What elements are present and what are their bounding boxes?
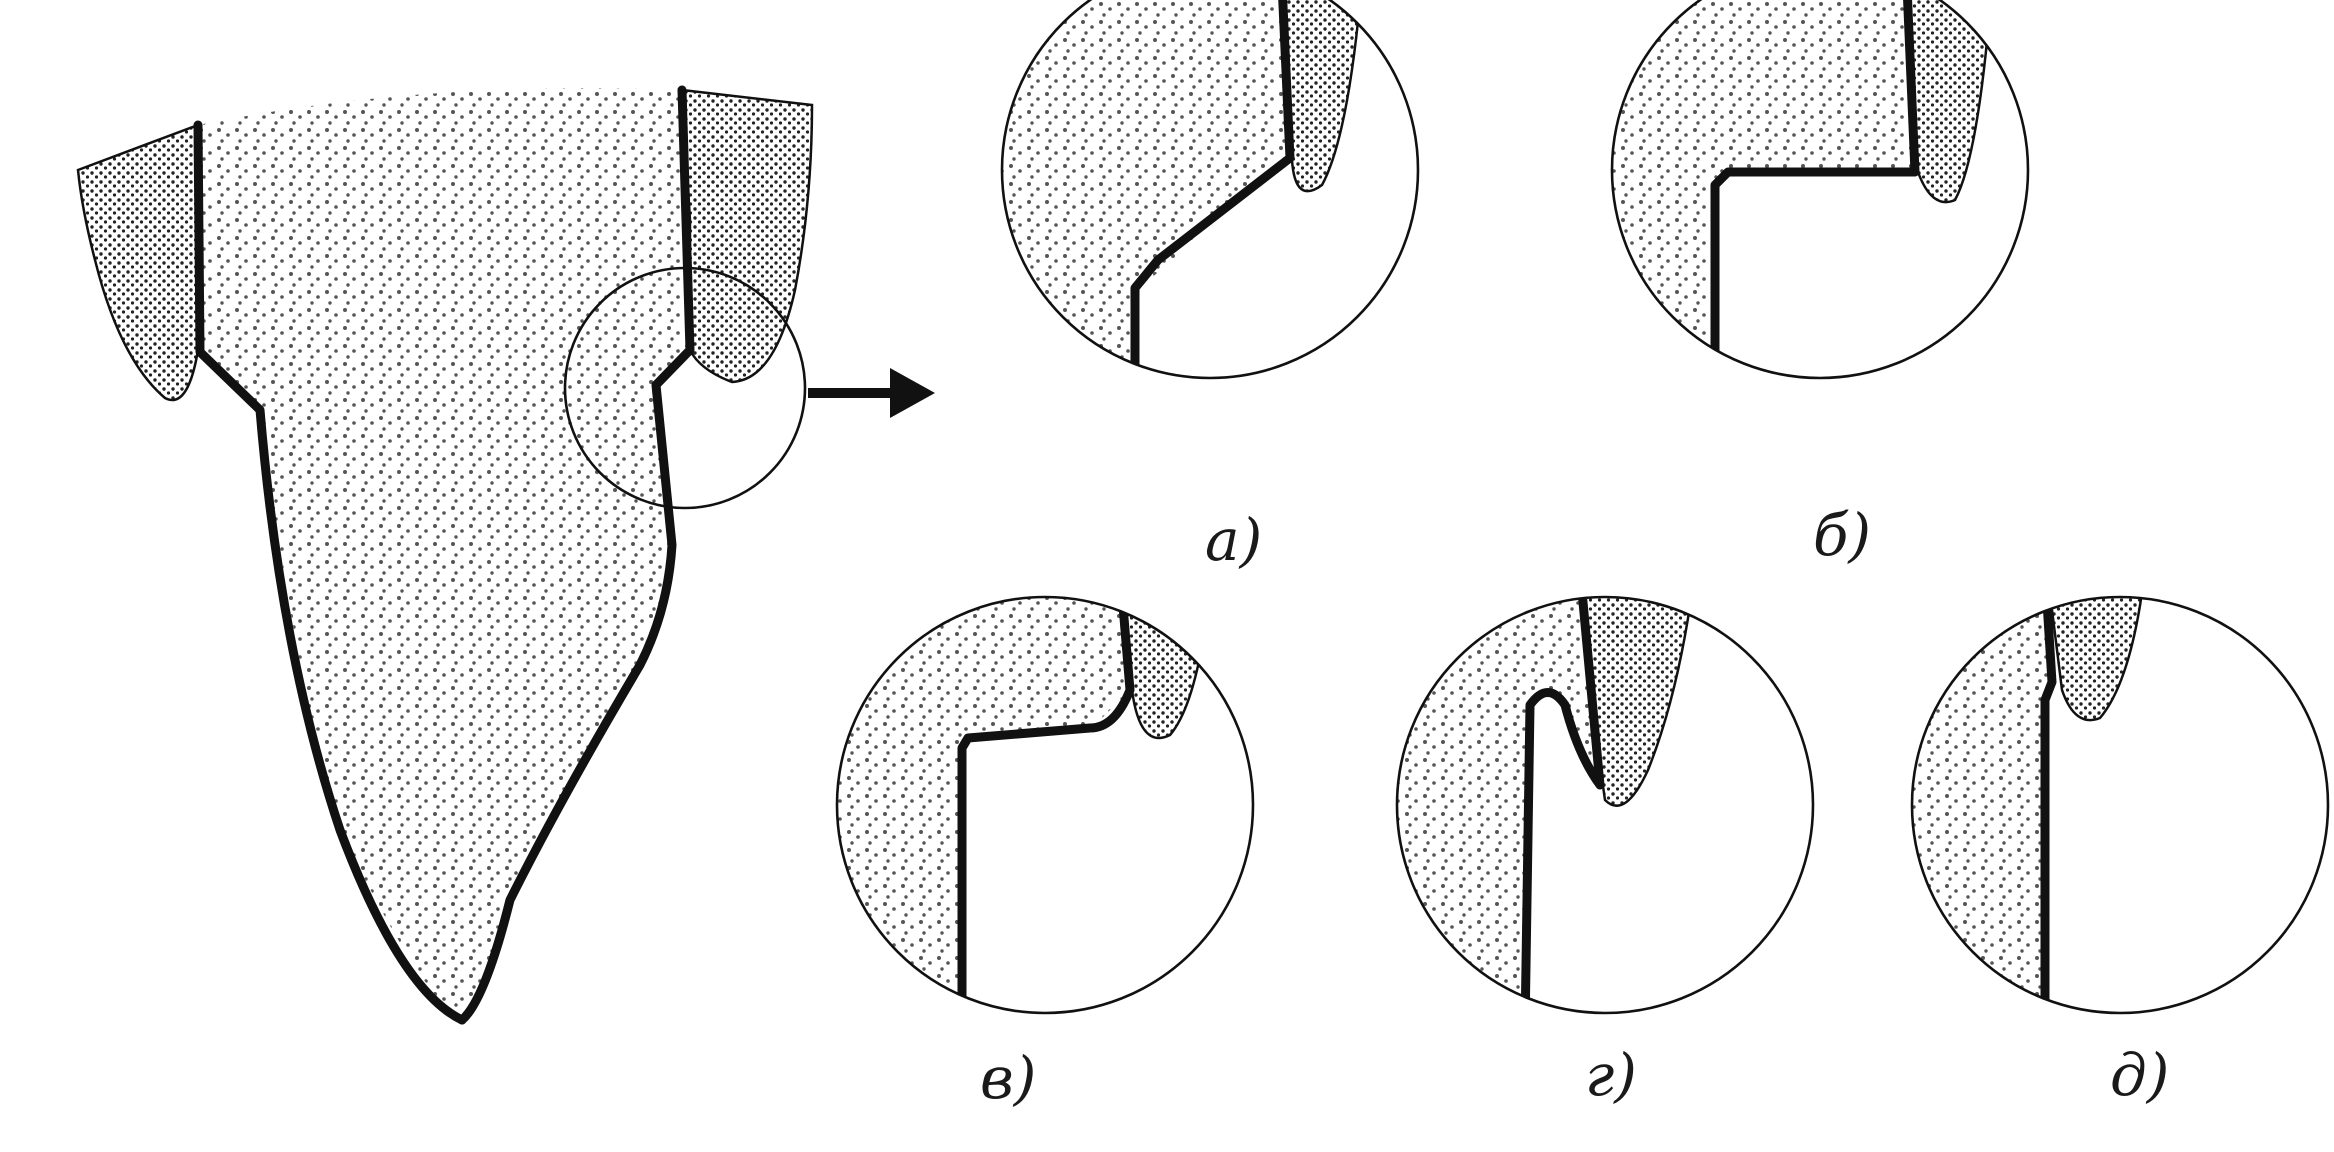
detail-b-circle <box>1610 0 2030 380</box>
detail-d: д) <box>1910 595 2330 1109</box>
detail-a-margin-line <box>1130 0 1295 378</box>
detail-a-circle <box>1000 0 1420 380</box>
tooth-body <box>198 88 690 1020</box>
label-b: б) <box>1813 501 1871 569</box>
detail-d-gum <box>2045 597 2147 722</box>
detail-v-gum <box>1120 597 1214 740</box>
tooth-right-outline <box>457 85 695 1025</box>
detail-d-tooth <box>1912 597 2052 1013</box>
detail-a-tooth <box>1002 0 1290 378</box>
detail-g-circle <box>1395 595 1815 1015</box>
right-gingiva <box>680 88 814 384</box>
main-tooth-figure <box>76 85 935 1025</box>
magnify-arrow <box>808 368 935 418</box>
left-gingiva <box>76 123 200 402</box>
detail-b: б) <box>1610 0 2030 569</box>
label-g: г) <box>1585 1041 1637 1109</box>
detail-d-margin-line <box>2040 597 2057 1013</box>
label-a: a) <box>1205 506 1262 574</box>
detail-v-margin-line <box>957 597 1135 1013</box>
detail-g-margin-line <box>1520 597 1605 1013</box>
detail-g: г) <box>1395 595 1815 1109</box>
detail-v-tooth <box>837 597 1130 1013</box>
detail-v: в) <box>835 595 1255 1112</box>
detail-b-tooth <box>1612 0 1915 378</box>
label-d: д) <box>2110 1041 2169 1109</box>
detail-a-gum <box>1280 0 1367 193</box>
detail-b-gum <box>1905 0 1997 204</box>
tooth-left-outline <box>193 120 467 1025</box>
detail-d-circle <box>1910 595 2330 1015</box>
magnify-circle <box>563 266 807 510</box>
label-v: в) <box>980 1044 1036 1112</box>
detail-b-margin-line <box>1710 0 1920 378</box>
detail-a: a) <box>1000 0 1420 574</box>
detail-g-tooth <box>1397 597 1600 1013</box>
detail-v-circle <box>835 595 1255 1015</box>
